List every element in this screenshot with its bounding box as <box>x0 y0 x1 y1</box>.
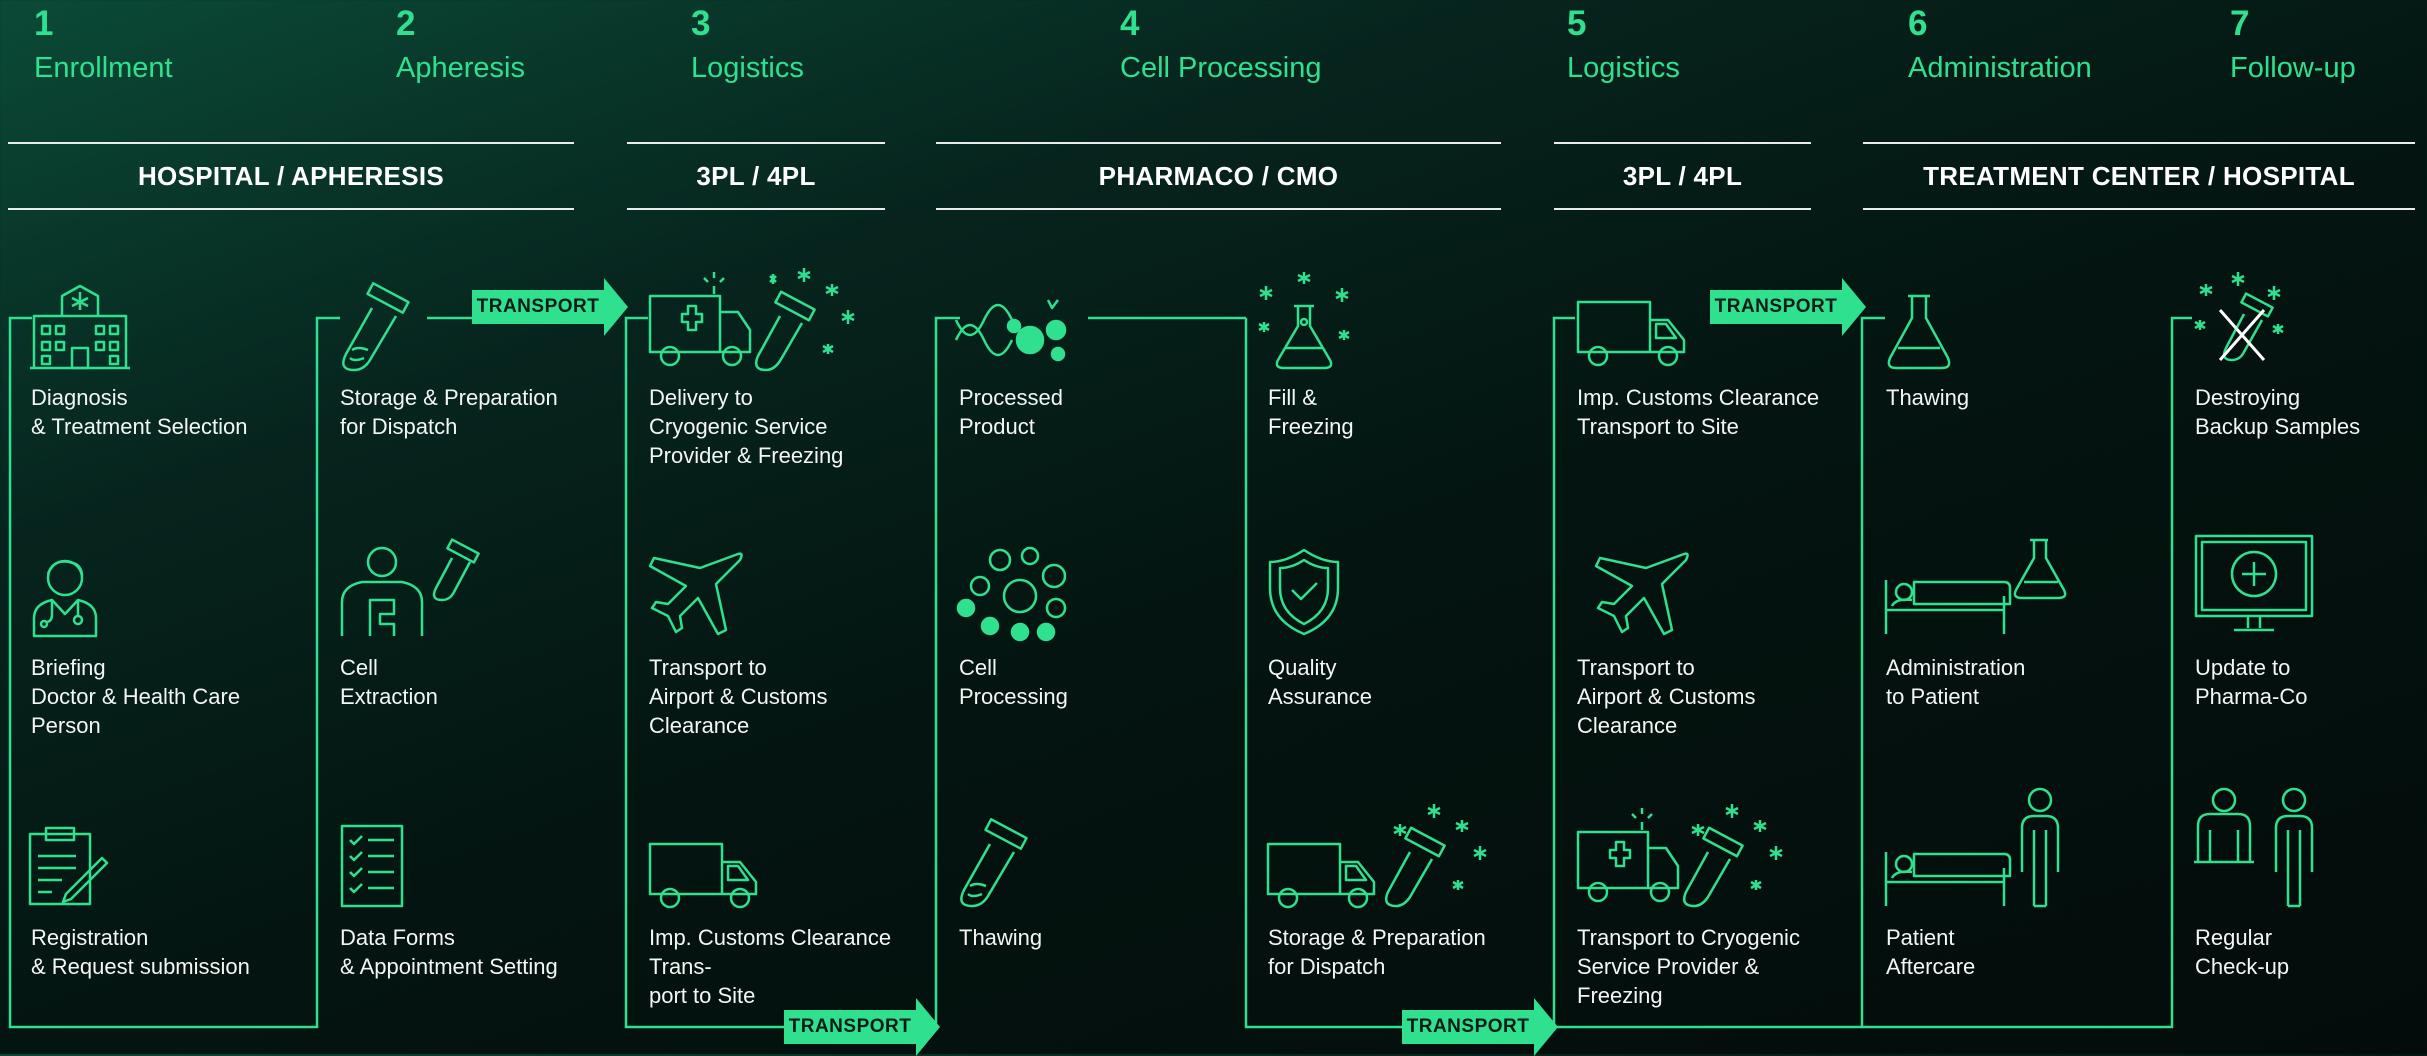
step-caption: Delivery to Cryogenic Service Provider &… <box>649 385 844 468</box>
bed-flask-icon <box>1884 536 2074 636</box>
transport-label: TRANSPORT <box>1714 296 1838 317</box>
ambulance-freezing-icon <box>648 264 868 374</box>
step-caption: Transport to Airport & Customs Clearance <box>649 655 828 738</box>
step-caption: Patient Aftercare <box>1886 925 1976 979</box>
truck-freezing-icon <box>1266 800 1498 912</box>
stage-number: 5 <box>1567 4 1587 43</box>
transport-label: TRANSPORT <box>1406 1016 1530 1037</box>
step-caption: Thawing <box>1886 385 1970 410</box>
stage-number: 7 <box>2230 4 2250 43</box>
stage-number: 3 <box>691 4 711 43</box>
stage-number: 1 <box>34 4 54 43</box>
group-header: TREATMENT CENTER / HOSPITAL <box>1863 142 2415 210</box>
group-header: 3PL / 4PL <box>1554 142 1811 210</box>
airplane-icon <box>648 550 744 636</box>
truck-icon <box>1576 300 1688 367</box>
step-caption: Diagnosis & Treatment Selection <box>31 385 248 439</box>
stage-number: 2 <box>396 4 416 43</box>
step-caption: Administration to Patient <box>1886 655 2026 709</box>
monitor-plus-icon <box>2194 534 2314 636</box>
stage-name: Logistics <box>1567 52 1680 84</box>
step-caption: Registration & Request submission <box>31 925 250 979</box>
truck-icon <box>648 842 760 909</box>
destroy-samples-icon <box>2192 270 2288 370</box>
step-caption: Imp. Customs Clearance Transport to Site <box>1577 385 1820 439</box>
step-caption: Cell Processing <box>959 655 1068 709</box>
step-caption: Processed Product <box>959 385 1063 439</box>
stage-name: Cell Processing <box>1120 52 1322 84</box>
transport-label: TRANSPORT <box>476 296 600 317</box>
group-header: PHARMACO / CMO <box>936 142 1501 210</box>
step-caption: Regular Check-up <box>2195 925 2290 979</box>
stage-name: Administration <box>1908 52 2092 84</box>
cells-icon <box>956 546 1068 642</box>
stage-name: Apheresis <box>396 52 525 84</box>
clipboard-icon <box>28 826 109 906</box>
shield-check-icon <box>1268 548 1340 638</box>
stage-name: Logistics <box>691 52 804 84</box>
step-caption: Cell Extraction <box>340 655 438 709</box>
cell-extraction-icon <box>340 538 490 638</box>
hospital-icon <box>30 284 130 370</box>
frozen-flask-icon <box>1256 266 1352 372</box>
step-caption: Destroying Backup Samples <box>2195 385 2361 439</box>
flask-icon <box>1884 294 1954 370</box>
molecules-icon <box>954 286 1074 370</box>
step-caption: Storage & Preparation for Dispatch <box>1268 925 1486 979</box>
step-caption: Storage & Preparation for Dispatch <box>340 385 558 439</box>
test-tube-icon <box>338 282 418 372</box>
airplane-icon <box>1594 550 1690 636</box>
step-caption: Fill & Freezing <box>1268 385 1354 439</box>
checklist-icon <box>340 824 404 908</box>
test-tube-icon <box>956 818 1036 908</box>
ambulance-freezing-icon <box>1576 800 1796 910</box>
two-people-icon <box>2194 786 2324 908</box>
stage-number: 6 <box>1908 4 1928 43</box>
group-header: HOSPITAL / APHERESIS <box>8 142 574 210</box>
step-caption: Transport to Airport & Customs Clearance <box>1577 655 1756 738</box>
step-caption: Data Forms & Appointment Setting <box>340 925 558 979</box>
stage-name: Enrollment <box>34 52 173 84</box>
step-caption: Briefing Doctor & Health Care Person <box>31 655 241 738</box>
group-header: 3PL / 4PL <box>627 142 885 210</box>
step-caption: Imp. Customs Clearance Trans- port to Si… <box>649 925 892 1008</box>
step-caption: Transport to Cryogenic Service Provider … <box>1577 925 1800 1008</box>
stage-number: 4 <box>1120 4 1140 43</box>
doctor-icon <box>30 554 100 638</box>
stage-name: Follow-up <box>2230 52 2356 84</box>
transport-label: TRANSPORT <box>788 1016 912 1037</box>
step-caption: Thawing <box>959 925 1043 950</box>
step-caption: Update to Pharma-Co <box>2195 655 2308 709</box>
step-caption: Quality Assurance <box>1268 655 1372 709</box>
bed-person-icon <box>1884 786 2068 908</box>
